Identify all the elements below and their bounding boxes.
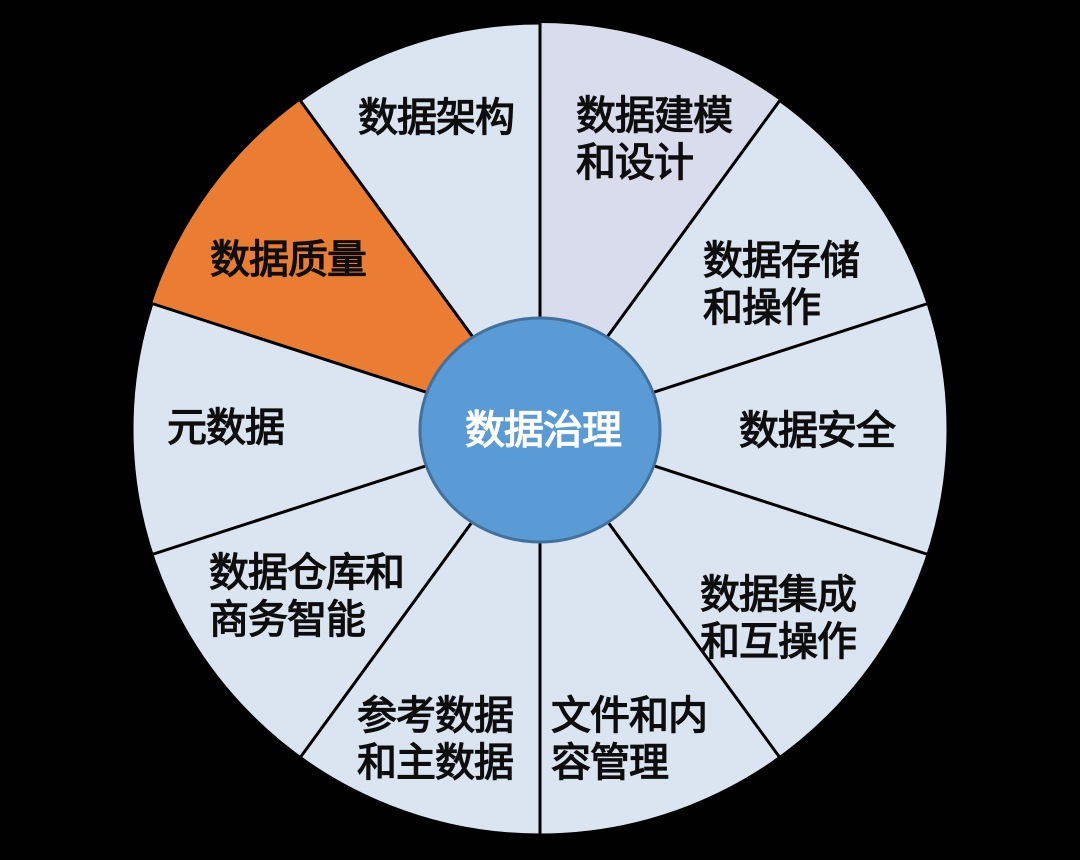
segment-label-data-security: 数据安全 [739, 409, 896, 453]
governance-hub-circle [418, 316, 662, 544]
segment-label-reference-master-data: 参考数据 和主数据 [357, 694, 514, 785]
segment-label-data-storage-operations: 数据存储 和操作 [703, 239, 860, 330]
segment-label-data-quality: 数据质量 [210, 238, 367, 282]
segment-label-data-integration-interoperability: 数据集成 和互操作 [700, 573, 857, 664]
segment-modeling-wedge [540, 22, 780, 429]
segment-quality-wedge [152, 100, 540, 429]
segment-label-data-architecture: 数据架构 [358, 96, 515, 140]
segment-label-document-content-management: 文件和内 容管理 [551, 694, 708, 785]
segment-label-metadata: 元数据 [167, 406, 285, 450]
segment-label-data-warehouse-bi: 数据仓库和 商务智能 [209, 551, 405, 642]
segment-label-data-modeling-design: 数据建模 和设计 [576, 94, 733, 185]
center-label-data-governance: 数据治理 [465, 408, 622, 453]
